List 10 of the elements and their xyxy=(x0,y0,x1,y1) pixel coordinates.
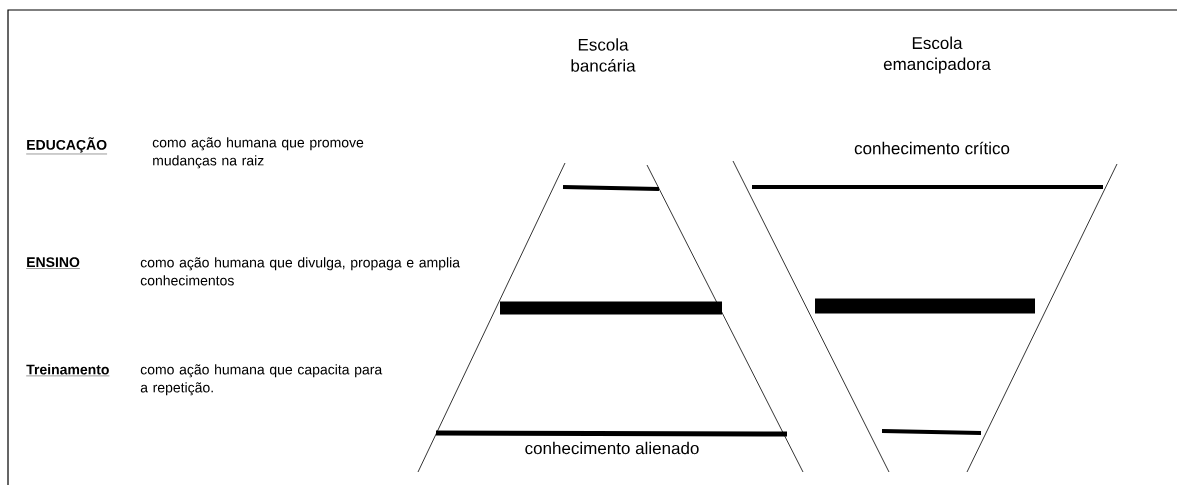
term-label: EDUCAÇÃO xyxy=(26,137,108,155)
description-text: como ação humana que divulga, propaga e amplia conhecimentos xyxy=(140,257,460,286)
description-text: como ação humana que promove mudanças na raiz xyxy=(152,137,364,169)
description-text: como ação humana que capacita para a repetição. xyxy=(140,364,383,396)
column-heading: Escola bancária xyxy=(571,38,636,72)
knowledge-label: conhecimento alienado xyxy=(525,441,699,455)
term-label: ENSINO xyxy=(26,257,81,269)
knowledge-label: conhecimento crítico xyxy=(854,141,1010,155)
column-heading: Escola emancipadora xyxy=(883,36,991,74)
term-label: Treinamento xyxy=(26,364,110,377)
